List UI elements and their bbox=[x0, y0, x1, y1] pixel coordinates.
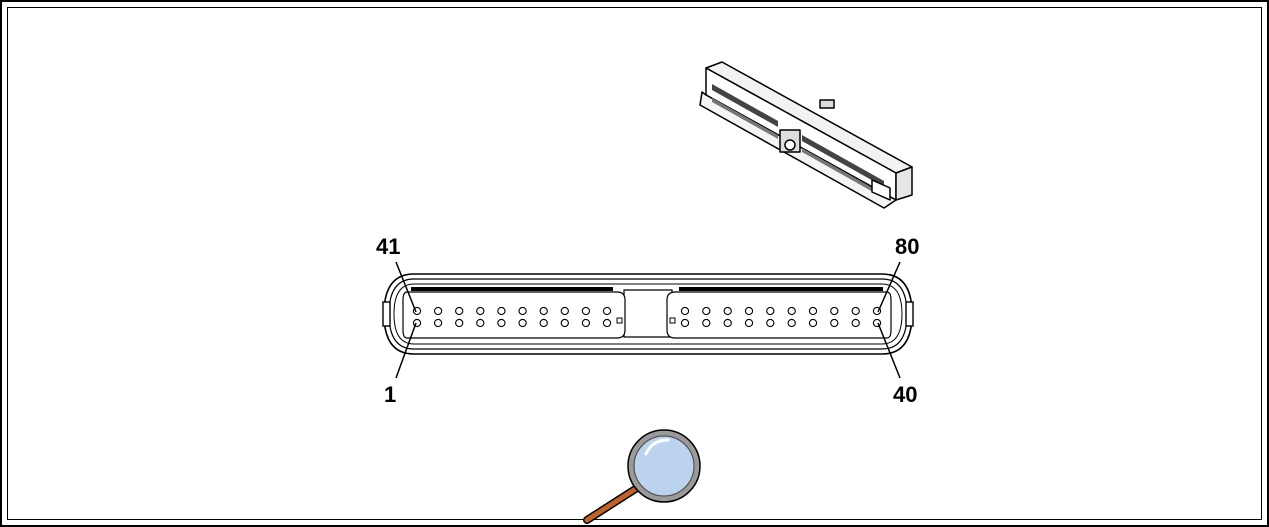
pin-58 bbox=[830, 306, 839, 316]
pin-15 bbox=[766, 318, 775, 328]
pin-50 bbox=[602, 306, 612, 316]
pin-14 bbox=[744, 318, 754, 328]
pin-label-bottom-left: 1 bbox=[384, 382, 396, 407]
pin-49 bbox=[581, 306, 591, 316]
pin-12 bbox=[702, 318, 711, 328]
pin-block-band bbox=[411, 287, 613, 291]
pin-block-key bbox=[616, 317, 623, 324]
pin-block bbox=[402, 291, 626, 339]
pin-45 bbox=[497, 306, 506, 316]
pin-label-top-left: 41 bbox=[376, 234, 400, 259]
pin-48 bbox=[560, 306, 569, 316]
leader-line-1 bbox=[395, 322, 417, 379]
pin-10 bbox=[602, 318, 612, 328]
pin-13 bbox=[723, 318, 732, 328]
pin-9 bbox=[581, 318, 591, 328]
leader-lines bbox=[395, 261, 901, 379]
pin-43 bbox=[455, 306, 464, 316]
leader-line-41 bbox=[395, 261, 417, 313]
pin-18 bbox=[830, 318, 839, 328]
pin-block-key bbox=[669, 317, 676, 324]
pin-57 bbox=[808, 306, 818, 316]
pin-array bbox=[402, 287, 892, 339]
pin-label-top-right: 80 bbox=[895, 234, 919, 259]
leader-line-40 bbox=[877, 322, 901, 379]
pin-6 bbox=[518, 318, 527, 328]
pin-3 bbox=[455, 318, 464, 328]
pin-block-band bbox=[679, 287, 883, 291]
pin-46 bbox=[518, 306, 527, 316]
pin-2 bbox=[433, 318, 443, 328]
pin-7 bbox=[539, 318, 548, 328]
pin-17 bbox=[808, 318, 818, 328]
pin-8 bbox=[560, 318, 569, 328]
pin-56 bbox=[787, 306, 796, 316]
magnifier-icon[interactable] bbox=[583, 429, 701, 524]
pin-19 bbox=[851, 318, 860, 328]
pin-51 bbox=[680, 306, 690, 316]
pin-54 bbox=[744, 306, 754, 316]
pin-block bbox=[666, 291, 892, 339]
pin-55 bbox=[766, 306, 775, 316]
pin-16 bbox=[787, 318, 796, 328]
pin-11 bbox=[680, 318, 690, 328]
connector-outline bbox=[383, 273, 913, 355]
pin-label-bottom-right: 40 bbox=[893, 382, 917, 407]
pin-5 bbox=[497, 318, 506, 328]
pin-52 bbox=[702, 306, 711, 316]
pin-4 bbox=[476, 318, 485, 328]
pin-53 bbox=[723, 306, 732, 316]
pin-47 bbox=[539, 306, 548, 316]
pin-42 bbox=[433, 306, 443, 316]
pin-59 bbox=[851, 306, 860, 316]
leader-line-80 bbox=[877, 261, 901, 313]
connector-3d-icon bbox=[699, 61, 913, 209]
pin-44 bbox=[476, 306, 485, 316]
